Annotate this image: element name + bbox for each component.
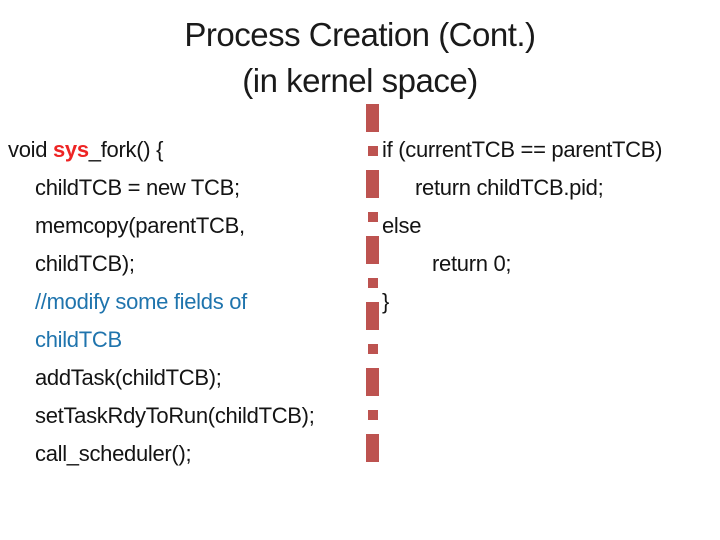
signature-void: void (8, 137, 53, 162)
code-line: addTask(childTCB); (35, 365, 222, 390)
code-line: else (382, 213, 422, 238)
right-code-block: if (currentTCB == parentTCB) return chil… (382, 131, 718, 321)
divider-dash (367, 146, 378, 156)
code-line: if (currentTCB == parentTCB) (382, 137, 663, 162)
divider-dash (367, 278, 378, 288)
signature-sys-keyword: sys (52, 137, 89, 162)
code-line: return childTCB.pid; (415, 175, 604, 200)
divider-dash (367, 212, 378, 222)
divider-dash (366, 104, 379, 132)
code-line-comment: childTCB (35, 327, 122, 352)
code-line: setTaskRdyToRun(childTCB); (35, 403, 315, 428)
left-code-block: void sys_fork() { childTCB = new TCB; me… (8, 131, 360, 473)
divider-dash (367, 344, 378, 354)
signature-rest: _fork() { (88, 137, 164, 162)
divider-dash (366, 302, 379, 330)
divider-dash (366, 434, 379, 462)
dashed-divider (366, 104, 379, 462)
code-line: childTCB); (35, 251, 135, 276)
title-line-2: (in kernel space) (242, 62, 478, 99)
code-line-comment: //modify some fields of (35, 289, 247, 314)
divider-dash (366, 236, 379, 264)
code-line: childTCB = new TCB; (35, 175, 240, 200)
slide-title: Process Creation (Cont.) (in kernel spac… (0, 12, 720, 104)
code-line-signature: void sys_fork() { (8, 131, 360, 169)
divider-dash (366, 170, 379, 198)
code-line: call_scheduler(); (35, 441, 192, 466)
title-line-1: Process Creation (Cont.) (184, 16, 536, 53)
divider-dash (367, 410, 378, 420)
code-line: return 0; (432, 251, 512, 276)
code-line: } (382, 289, 390, 314)
divider-dash (366, 368, 379, 396)
code-line: memcopy(parentTCB, (35, 213, 245, 238)
